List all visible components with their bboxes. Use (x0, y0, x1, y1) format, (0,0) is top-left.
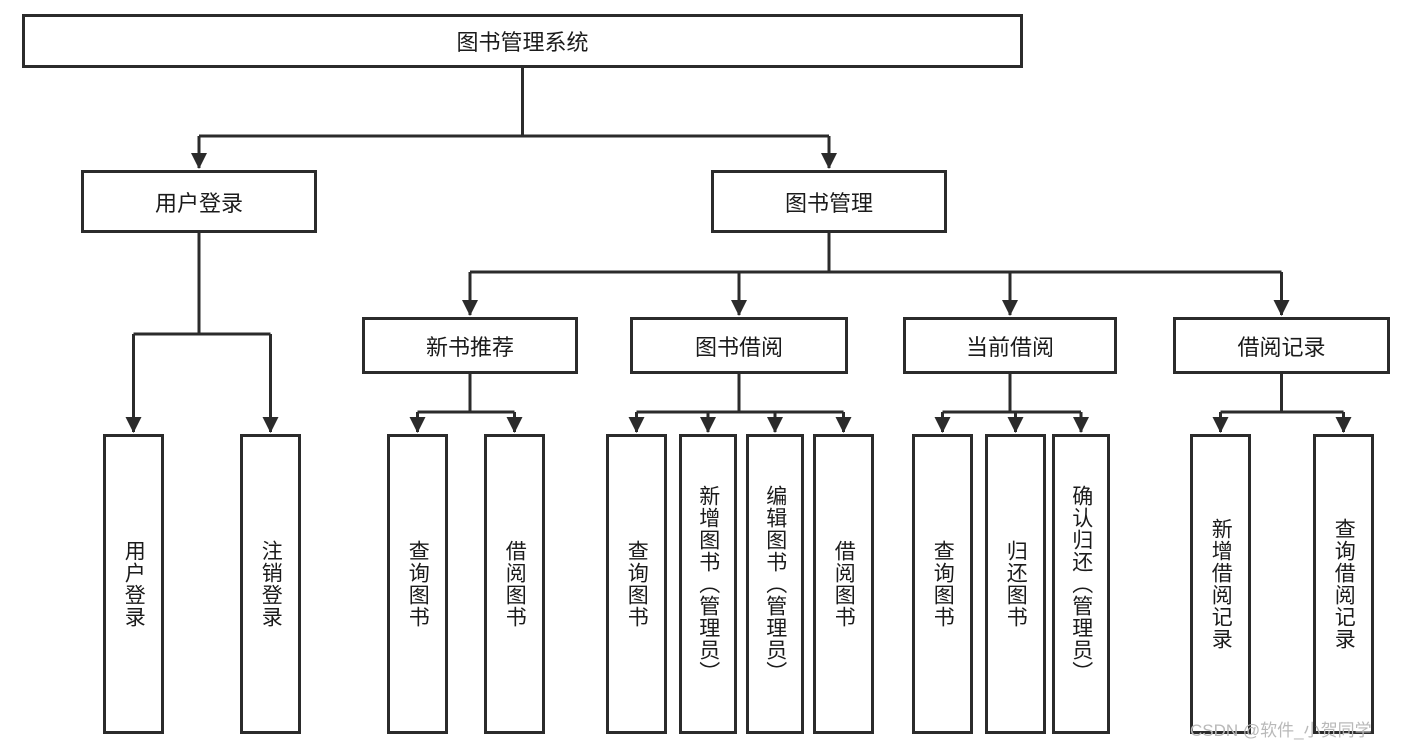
level3-node-3[interactable]: 当前借阅 (903, 317, 1117, 374)
root-node[interactable]: 图书管理系统 (22, 14, 1023, 68)
arrow-down-icon (1002, 300, 1018, 316)
level2-node-1-label: 用户登录 (154, 190, 243, 216)
leaf-node-label: 查询图书 (625, 540, 649, 628)
arrow-down-icon (506, 417, 523, 433)
arrow-down-icon (767, 417, 783, 433)
level3-node-2[interactable]: 图书借阅 (630, 317, 848, 374)
leaf-node-5[interactable]: 查询图书 (606, 434, 667, 734)
leaf-node-1[interactable]: 用户登录 (103, 434, 164, 734)
arrow-down-icon (731, 300, 747, 316)
leaf-node-8[interactable]: 借阅图书 (813, 434, 874, 734)
leaf-node-label: 查询图书 (406, 540, 430, 628)
arrow-down-icon (191, 153, 207, 169)
level3-node-1[interactable]: 新书推荐 (362, 317, 578, 374)
leaf-node-12[interactable]: 新增借阅记录 (1190, 434, 1251, 734)
arrow-down-icon (1007, 417, 1024, 433)
leaf-node-label: 借阅图书 (832, 540, 856, 628)
leaf-node-3[interactable]: 查询图书 (387, 434, 448, 734)
csdn-watermark: CSDN @软件_小贺同学 (1190, 721, 1372, 740)
leaf-node-label: 编辑图书（管理员） (763, 485, 787, 683)
arrow-down-icon (462, 300, 478, 316)
leaf-node-4[interactable]: 借阅图书 (484, 434, 545, 734)
level3-node-4-label: 借阅记录 (1237, 334, 1326, 360)
leaf-node-2[interactable]: 注销登录 (240, 434, 301, 734)
leaf-node-13[interactable]: 查询借阅记录 (1313, 434, 1374, 734)
edge-layer (125, 68, 1352, 433)
leaf-node-label: 确认归还（管理员） (1069, 485, 1093, 683)
arrow-down-icon (1273, 300, 1290, 316)
level3-node-3-label: 当前借阅 (965, 334, 1054, 360)
arrow-down-icon (409, 417, 426, 433)
leaf-node-label: 借阅图书 (503, 540, 527, 628)
arrow-down-icon (262, 417, 279, 433)
arrow-down-icon (125, 417, 142, 433)
leaf-node-9[interactable]: 查询图书 (912, 434, 973, 734)
leaf-node-label: 用户登录 (122, 540, 146, 628)
level2-node-1[interactable]: 用户登录 (81, 170, 317, 233)
leaf-node-label: 查询借阅记录 (1332, 518, 1356, 650)
leaf-node-7[interactable]: 编辑图书（管理员） (746, 434, 804, 734)
root-node-label: 图书管理系统 (456, 30, 589, 55)
arrow-down-icon (1335, 417, 1352, 433)
level3-node-4[interactable]: 借阅记录 (1173, 317, 1390, 374)
arrow-down-icon (700, 417, 716, 433)
leaf-node-label: 新增借阅记录 (1209, 518, 1233, 650)
level2-node-2-label: 图书管理 (784, 190, 873, 216)
leaf-node-label: 归还图书 (1004, 540, 1028, 628)
level2-node-2[interactable]: 图书管理 (711, 170, 947, 233)
arrow-down-icon (1212, 417, 1229, 433)
leaf-node-label: 注销登录 (259, 540, 283, 628)
arrow-down-icon (1073, 417, 1089, 433)
leaf-node-6[interactable]: 新增图书（管理员） (679, 434, 737, 734)
arrow-down-icon (835, 417, 852, 433)
leaf-node-label: 查询图书 (931, 540, 955, 628)
leaf-node-label: 新增图书（管理员） (696, 485, 720, 683)
arrow-down-icon (821, 153, 837, 169)
arrow-down-icon (934, 417, 951, 433)
leaf-node-10[interactable]: 归还图书 (985, 434, 1046, 734)
level3-node-1-label: 新书推荐 (425, 334, 514, 360)
arrow-down-icon (628, 417, 645, 433)
level3-node-2-label: 图书借阅 (694, 334, 783, 360)
leaf-node-11[interactable]: 确认归还（管理员） (1052, 434, 1110, 734)
